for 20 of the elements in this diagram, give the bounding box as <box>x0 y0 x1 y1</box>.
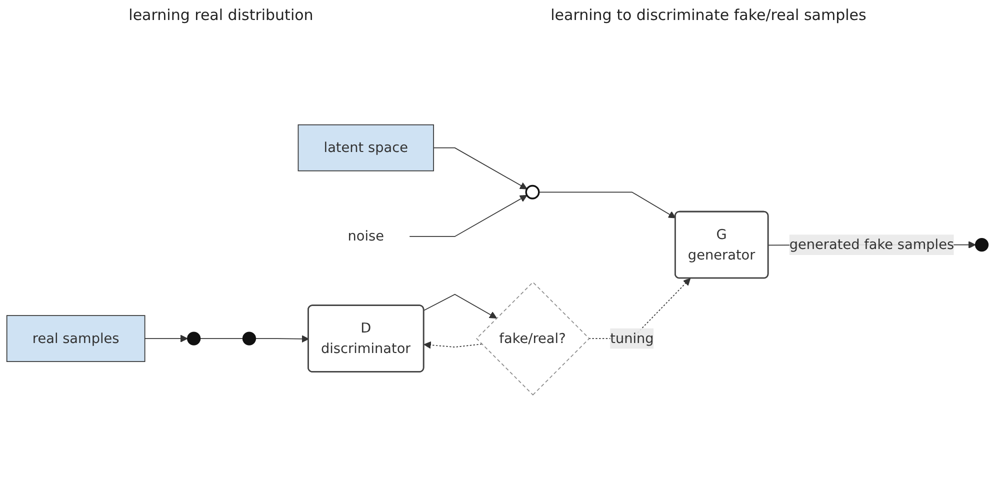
arrow <box>144 334 188 342</box>
arrow <box>409 195 528 238</box>
note-text: learning to discriminate fake/real samples <box>550 6 866 24</box>
node-circle <box>525 185 540 200</box>
arrow <box>433 148 528 190</box>
edge-label: generated fake samples <box>789 236 954 253</box>
edge-label: tuning <box>610 330 654 346</box>
arrow <box>424 294 497 319</box>
arrow <box>255 335 309 343</box>
node-box: latent space <box>298 124 434 172</box>
node-diamond: fake/real? <box>476 282 590 396</box>
node-circle <box>974 238 989 252</box>
node-circle <box>242 332 256 346</box>
node-text: noise <box>348 228 384 244</box>
node-box: real samples <box>6 315 146 362</box>
arrow <box>538 192 676 218</box>
connector <box>200 338 244 340</box>
node-circle <box>187 332 201 346</box>
note-text: learning real distribution <box>128 6 314 24</box>
arrow <box>424 341 482 349</box>
